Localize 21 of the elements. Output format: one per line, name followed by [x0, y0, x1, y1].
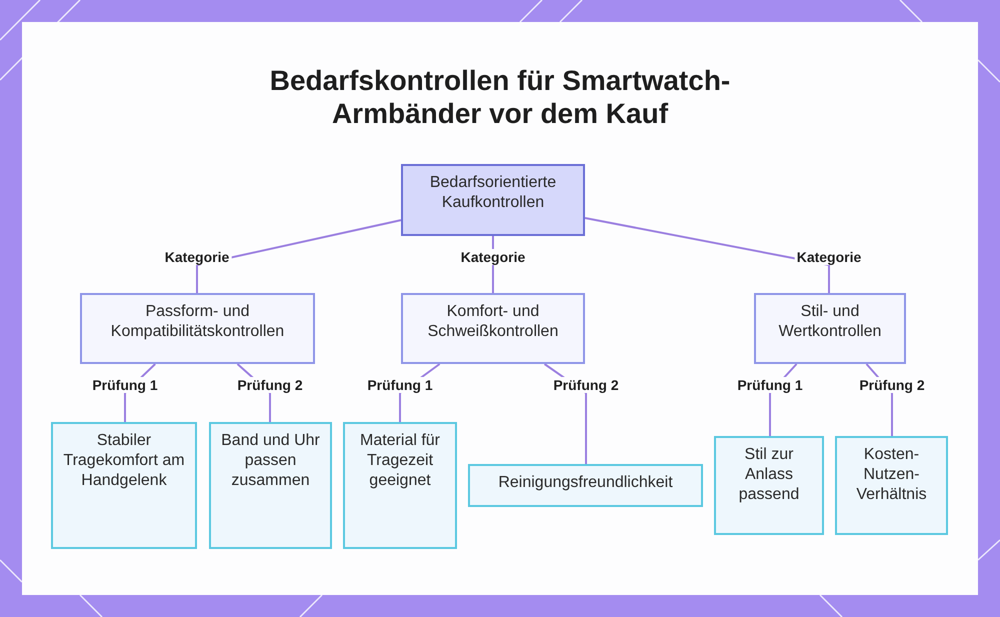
check-box: Stabiler Tragekomfort am Handgelenk	[51, 422, 197, 549]
edge-label: Prüfung 2	[857, 377, 927, 393]
connector-line	[584, 217, 830, 293]
check-box: Kosten-Nutzen-Verhältnis	[835, 436, 948, 535]
edge-label: Kategorie	[458, 249, 528, 265]
category-box: Passform- und Kompatibilitätskontrollen	[80, 293, 315, 364]
edge-label: Kategorie	[794, 249, 864, 265]
edge-label: Prüfung 2	[551, 377, 621, 393]
root-box: Bedarfsorientierte Kaufkontrollen	[401, 164, 585, 236]
edge-label: Prüfung 1	[365, 377, 435, 393]
check-box: Stil zur Anlass passend	[714, 436, 824, 535]
edge-label: Prüfung 1	[735, 377, 805, 393]
category-box: Stil- und Wertkontrollen	[754, 293, 906, 364]
title: Bedarfskontrollen für Smartwatch-Armbänder vor dem Kauf	[268, 64, 732, 130]
check-box: Reinigungsfreundlichkeit	[468, 464, 703, 507]
check-box: Band und Uhr passen zusammen	[209, 422, 332, 549]
category-box: Komfort- und Schweißkontrollen	[401, 293, 585, 364]
check-box: Material für Tragezeit geeignet	[343, 422, 457, 549]
edge-label: Prüfung 2	[235, 377, 305, 393]
edge-label: Kategorie	[162, 249, 232, 265]
edge-label: Prüfung 1	[90, 377, 160, 393]
